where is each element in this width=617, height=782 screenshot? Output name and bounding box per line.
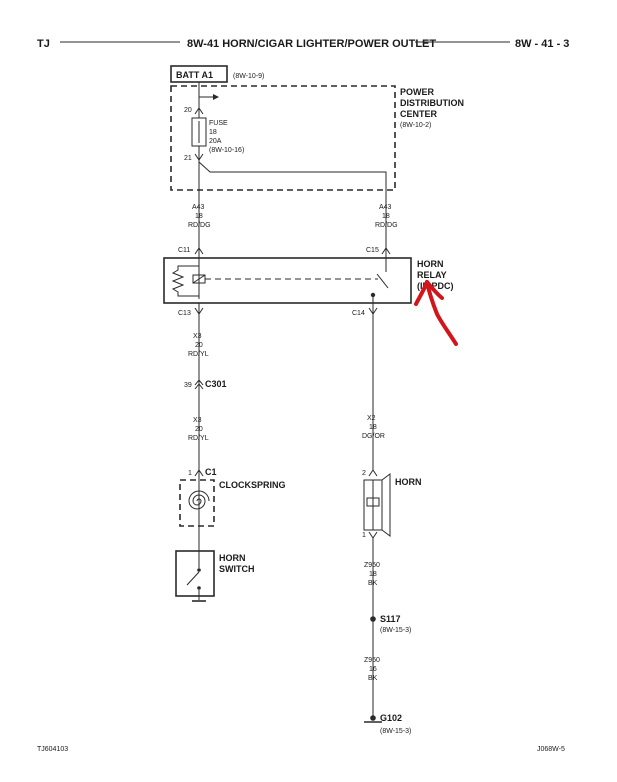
header-page-number: 8W - 41 - 3 (515, 38, 569, 50)
wire-x3-upper-color: RD/YL (188, 351, 209, 358)
horn-switch-box (175, 550, 215, 597)
wire-z950-lower-gauge: 16 (369, 666, 377, 673)
relay-label-line1: HORN (417, 259, 444, 269)
horn-pin-bottom-chevron (368, 531, 378, 539)
fuse-pin-top: 20 (184, 107, 192, 114)
splice-s117-name: S117 (380, 614, 401, 624)
wire-z950-lower-circuit: Z950 (364, 657, 380, 664)
horn-bell (381, 473, 391, 537)
wire-x3-lower-gauge: 20 (195, 426, 203, 433)
pdc-label-line3: CENTER (400, 109, 438, 119)
wire-a43-left-color: RD/DG (188, 222, 211, 229)
pdc-dashed-outline (170, 85, 396, 191)
wire-x2-color: DG/OR (362, 433, 385, 440)
horn-pin-bottom: 1 (362, 532, 366, 539)
relay-coil-slash (192, 274, 206, 284)
wire-a43-left-circuit: A43 (192, 204, 205, 211)
batt-ref: (8W-10-9) (233, 73, 264, 80)
wire-z950-upper-color: BK (368, 580, 378, 587)
horn-switch-top-contact (197, 568, 201, 572)
ground-g102-dot (370, 715, 376, 721)
relay-pin-c15: C15 (366, 247, 379, 254)
horn-pin-top-chevron (368, 469, 378, 477)
fuse-number: 18 (209, 129, 217, 136)
pdc-label-line1: POWER (400, 87, 435, 97)
clockspring-connector: C1 (205, 467, 217, 477)
header-title: 8W-41 HORN/CIGAR LIGHTER/POWER OUTLET (187, 38, 436, 50)
wire-z950-upper-gauge: 18 (369, 571, 377, 578)
clockspring-dashed-box (179, 479, 215, 527)
wire-x3-upper-circuit: X3 (193, 333, 202, 340)
horn-pin-top: 2 (362, 470, 366, 477)
horn-switch-label-line2: SWITCH (219, 564, 255, 574)
annotation-arrow-head (414, 280, 444, 306)
fuse-rating: 20A (209, 138, 222, 145)
relay-pin-c11: C11 (178, 247, 190, 254)
fuse-pin-bottom-chevron (194, 153, 204, 161)
horn-name: HORN (395, 477, 422, 487)
batt-label: BATT A1 (176, 70, 213, 80)
relay-c14-chevron (368, 307, 378, 315)
clockspring-pin: 1 (188, 470, 192, 477)
horn-switch-bottom-contact (197, 586, 201, 590)
c301-chevron (194, 379, 204, 390)
wire-a43-right-gauge: 18 (382, 213, 390, 220)
wire-x2-circuit: X2 (367, 415, 376, 422)
horn-switch-label-line1: HORN (219, 553, 246, 563)
relay-c15-chevron (381, 247, 391, 255)
footer-left: TJ604103 (37, 746, 68, 753)
relay-contact-point (370, 292, 376, 298)
wire-z950-lower-color: BK (368, 675, 378, 682)
horn-switch-arm (186, 571, 200, 586)
splice-s117-dot (370, 616, 376, 622)
relay-label-line2: RELAY (417, 270, 447, 280)
relay-box (163, 257, 412, 304)
wire-z950-upper-circuit: Z950 (364, 562, 380, 569)
clockspring-name: CLOCKSPRING (219, 480, 286, 490)
relay-label-line3: (IN PDC) (417, 281, 454, 291)
pdc-label-line2: DISTRIBUTION (400, 98, 464, 108)
pdc-internal-wire (198, 161, 387, 262)
relay-switch-arm (376, 273, 389, 289)
wire-a43-right-circuit: A43 (379, 204, 392, 211)
relay-c11-chevron (194, 247, 204, 255)
ground-g102-ref: (8W-15-3) (380, 728, 411, 735)
c301-pin: 39 (184, 382, 192, 389)
c301-name: C301 (205, 379, 227, 389)
wire-a43-right-color: RD/DG (375, 222, 398, 229)
header-left: TJ (37, 38, 50, 50)
horn-coil-icon (366, 497, 380, 507)
relay-suppression-resistor (171, 265, 199, 297)
wire-x3-lower-circuit: X3 (193, 417, 202, 424)
clockspring-spiral-icon (188, 490, 210, 510)
fuse-name: FUSE (209, 120, 228, 127)
wire-a43-left-gauge: 18 (195, 213, 203, 220)
wire-x3-upper-gauge: 20 (195, 342, 203, 349)
relay-pin-c14: C14 (352, 310, 365, 317)
clockspring-chevron (194, 469, 204, 477)
fuse-pin-bottom: 21 (184, 155, 192, 162)
ground-g102-name: G102 (380, 713, 402, 723)
pdc-ref: (8W-10-2) (400, 122, 431, 129)
bus-arrow-head (213, 94, 219, 100)
wire-x3-lower-color: RD/YL (188, 435, 209, 442)
footer-right: J068W-5 (537, 746, 565, 753)
fuse-ref: (8W-10-16) (209, 147, 244, 154)
splice-s117-ref: (8W-15-3) (380, 627, 411, 634)
wire-x2-gauge: 18 (369, 424, 377, 431)
relay-pin-c13: C13 (178, 310, 191, 317)
annotation-arrow-shaft (425, 280, 458, 346)
